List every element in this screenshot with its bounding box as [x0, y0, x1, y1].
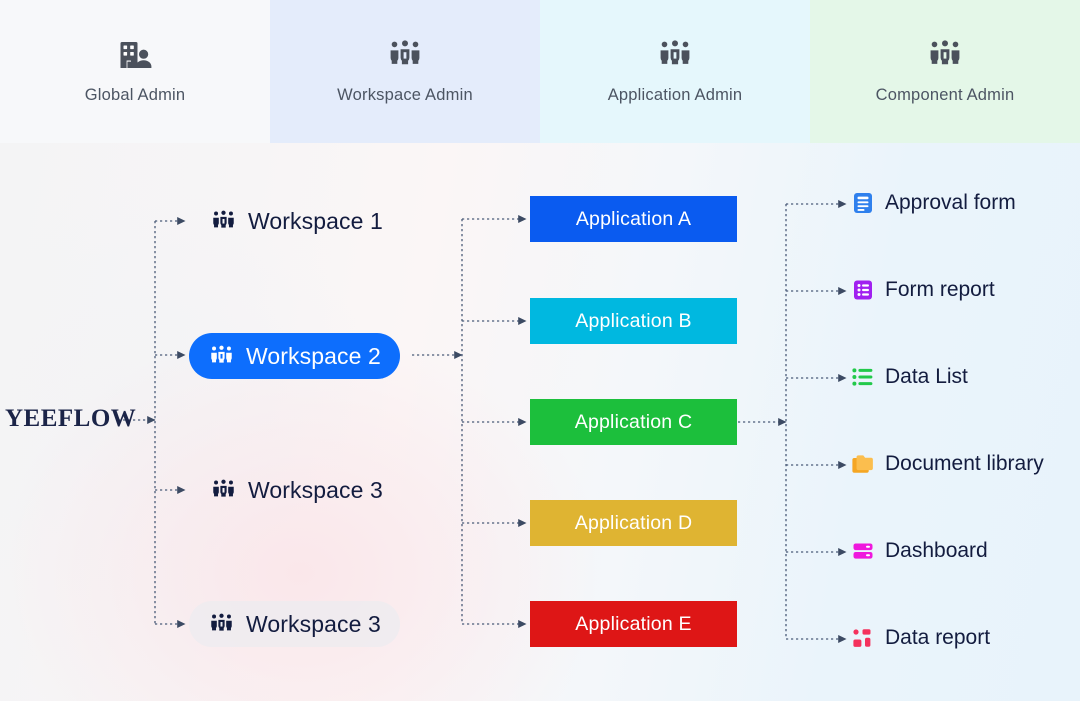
workspace-node-4[interactable]: Workspace 3 — [189, 601, 400, 647]
brand-label: YEEFLOW — [5, 405, 137, 432]
form-report-icon — [851, 278, 875, 302]
header-panel-application-admin[interactable]: Application Admin — [540, 0, 810, 143]
workspace-node-2[interactable]: Workspace 2 — [189, 333, 400, 379]
workspace-node-label: Workspace 3 — [248, 476, 383, 503]
dashboard-icon — [851, 539, 875, 563]
application-box-label: Application A — [575, 207, 692, 230]
component-item-label: Data List — [885, 365, 968, 388]
application-box-e[interactable]: Application E — [530, 601, 737, 647]
data-list-icon — [851, 365, 875, 389]
header-panel-workspace-admin[interactable]: Workspace Admin — [270, 0, 540, 143]
workspace-node-label: Workspace 3 — [246, 610, 381, 637]
workspace-node-1[interactable]: Workspace 1 — [191, 198, 402, 244]
workspace-node-label: Workspace 2 — [246, 342, 381, 369]
header-panel-global-admin[interactable]: Global Admin — [0, 0, 270, 143]
hierarchy-diagram: YEEFLOW Workspace 1 Workspace 2 — [0, 143, 1080, 701]
document-library-icon — [851, 452, 875, 476]
user-group-icon — [656, 38, 694, 72]
component-item-document-library[interactable]: Document library — [851, 452, 1044, 476]
component-item-data-list[interactable]: Data List — [851, 365, 968, 389]
connector-lines — [118, 199, 847, 644]
application-box-c[interactable]: Application C — [530, 399, 737, 445]
header-panel-label: Component Admin — [875, 86, 1015, 104]
component-item-label: Approval form — [885, 191, 1016, 214]
role-header-bar: Global Admin Workspace Admin — [0, 0, 1080, 143]
component-item-label: Data report — [885, 626, 991, 649]
user-group-icon — [210, 478, 237, 502]
component-item-approval-form[interactable]: Approval form — [851, 191, 1016, 215]
user-group-icon — [926, 38, 964, 72]
application-box-label: Application C — [574, 410, 693, 433]
application-box-a[interactable]: Application A — [530, 196, 737, 242]
component-item-form-report[interactable]: Form report — [851, 278, 995, 302]
application-box-label: Application B — [575, 309, 692, 332]
workspace-node-3[interactable]: Workspace 3 — [191, 467, 402, 513]
application-box-d[interactable]: Application D — [530, 500, 737, 546]
user-group-icon — [210, 209, 237, 233]
user-group-icon — [386, 38, 424, 72]
application-box-label: Application D — [574, 511, 693, 534]
user-group-icon — [208, 612, 235, 636]
workspace-node-label: Workspace 1 — [248, 207, 383, 234]
component-item-label: Form report — [885, 278, 995, 301]
header-panel-component-admin[interactable]: Component Admin — [810, 0, 1080, 143]
header-panel-label: Global Admin — [84, 86, 186, 104]
component-item-data-report[interactable]: Data report — [851, 626, 990, 650]
user-group-icon — [208, 344, 235, 368]
header-panel-label: Workspace Admin — [337, 86, 473, 104]
component-item-label: Document library — [885, 452, 1044, 475]
application-box-b[interactable]: Application B — [530, 298, 737, 344]
approval-form-icon — [851, 191, 875, 215]
header-panel-label: Application Admin — [607, 86, 743, 104]
component-item-dashboard[interactable]: Dashboard — [851, 539, 988, 563]
component-item-label: Dashboard — [885, 539, 988, 562]
building-person-icon — [118, 38, 152, 72]
application-box-label: Application E — [575, 612, 692, 635]
data-report-icon — [851, 626, 875, 650]
